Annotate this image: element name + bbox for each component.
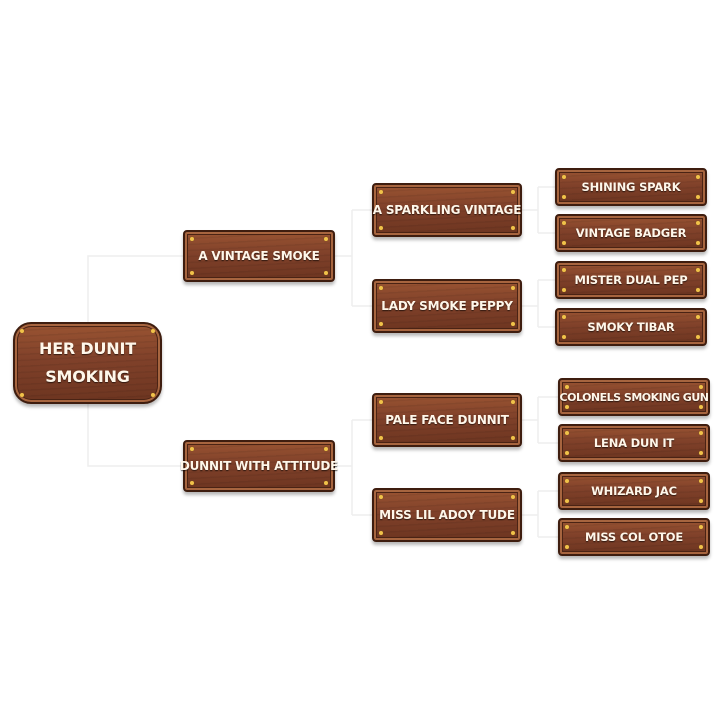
connector-root-dam	[87, 398, 183, 467]
connector-gen3-a	[522, 186, 555, 234]
subject-horse-name: HER DUNIT SMOKING	[39, 339, 136, 386]
gen3-sign-1: SHINING SPARK	[555, 168, 707, 206]
gen3-sign-6: LENA DUN IT	[558, 424, 710, 462]
connector-sire-branch	[335, 209, 372, 307]
gen3-sign-2: VINTAGE BADGER	[555, 214, 707, 252]
dam-sire-name: PALE FACE DUNNIT	[385, 413, 509, 427]
subject-horse-sign: HER DUNIT SMOKING	[13, 322, 162, 404]
sire-sire-sign: A SPARKLING VINTAGE	[372, 183, 522, 237]
gen3-name-1: SHINING SPARK	[581, 180, 681, 194]
sire-sign: A VINTAGE SMOKE	[183, 230, 335, 282]
dam-sign: DUNNIT WITH ATTITUDE	[180, 440, 338, 492]
gen3-name-5: COLONELS SMOKING GUN	[559, 390, 709, 404]
dam-dam-name: MISS LIL ADOY TUDE	[379, 508, 515, 522]
gen3-name-2: VINTAGE BADGER	[575, 226, 687, 240]
gen3-name-7: WHIZARD JAC	[591, 484, 677, 498]
connector-dam-branch	[335, 419, 372, 516]
sire-sire-name: A SPARKLING VINTAGE	[372, 203, 522, 217]
gen3-sign-8: MISS COL OTOE	[558, 518, 710, 556]
sire-dam-name: LADY SMOKE PEPPY	[381, 299, 513, 313]
connector-root-sire	[87, 255, 183, 330]
gen3-name-8: MISS COL OTOE	[585, 530, 683, 544]
dam-name: DUNNIT WITH ATTITUDE	[179, 459, 339, 473]
dam-sire-sign: PALE FACE DUNNIT	[372, 393, 522, 447]
gen3-name-4: SMOKY TIBAR	[587, 320, 675, 334]
connector-gen3-c	[522, 396, 558, 444]
connector-gen3-d	[522, 490, 558, 538]
gen3-name-3: MISTER DUAL PEP	[574, 273, 688, 287]
gen3-name-6: LENA DUN IT	[593, 436, 675, 450]
gen3-sign-5: COLONELS SMOKING GUN	[558, 378, 710, 416]
dam-dam-sign: MISS LIL ADOY TUDE	[372, 488, 522, 542]
gen3-sign-4: SMOKY TIBAR	[555, 308, 707, 346]
sire-name: A VINTAGE SMOKE	[198, 249, 320, 263]
sire-dam-sign: LADY SMOKE PEPPY	[372, 279, 522, 333]
gen3-sign-7: WHIZARD JAC	[558, 472, 710, 510]
connector-gen3-b	[522, 279, 555, 328]
gen3-sign-3: MISTER DUAL PEP	[555, 261, 707, 299]
